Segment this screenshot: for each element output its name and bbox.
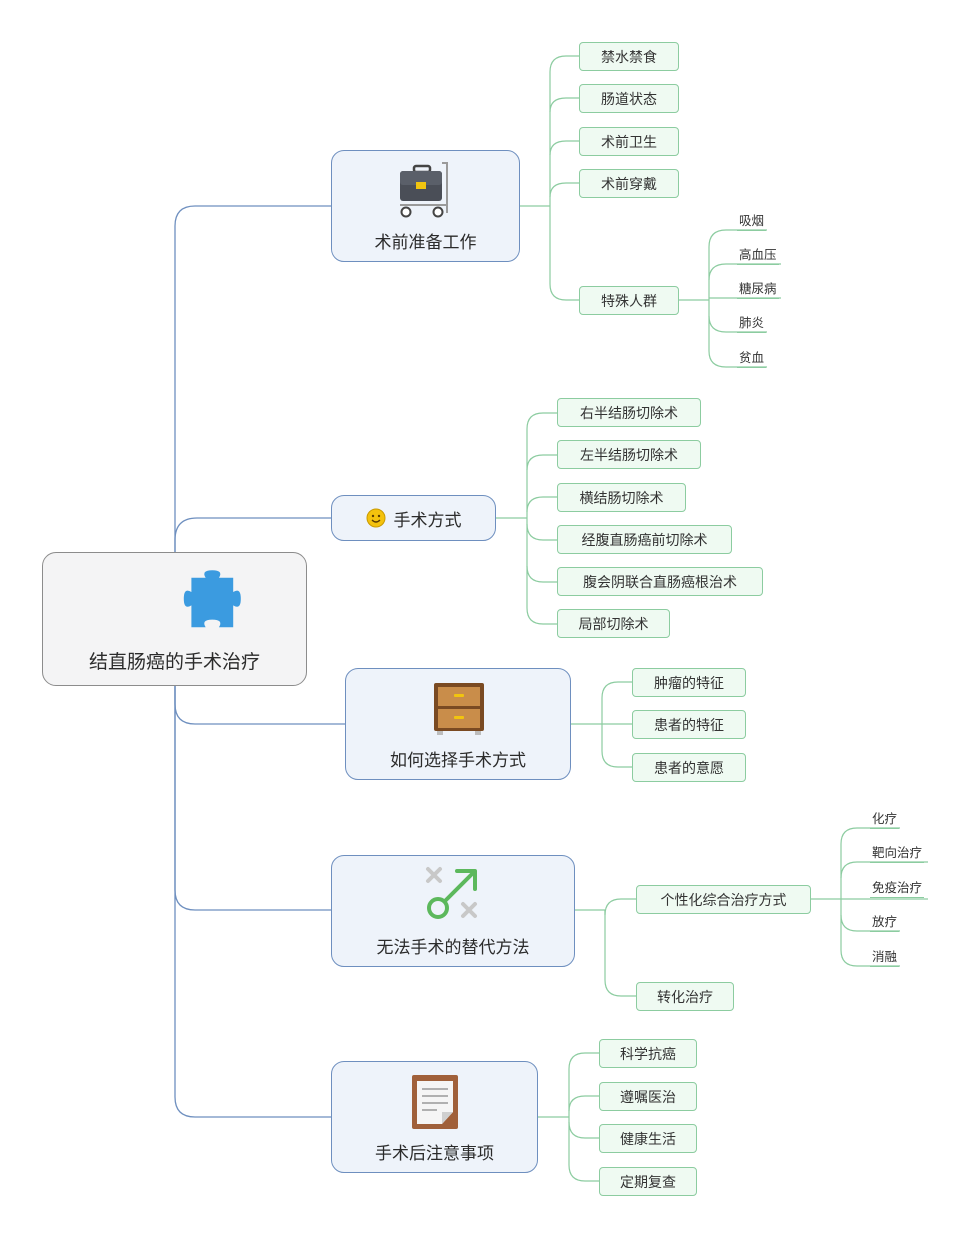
leaf-anterior-resection[interactable]: 经腹直肠癌前切除术: [557, 525, 732, 554]
leaf-special-groups[interactable]: 特殊人群: [579, 286, 679, 315]
briefcase-cart-icon: [400, 162, 448, 218]
sub-immunotherapy[interactable]: 免疫治疗: [870, 880, 925, 898]
root-branch-link-4: [174, 686, 331, 911]
leaf-preop-hygiene[interactable]: 术前卫生: [579, 127, 679, 156]
leaf-regular-checkup[interactable]: 定期复查: [599, 1167, 697, 1196]
root-branch-link-5: [174, 686, 331, 1118]
branch-title: 手术后注意事项: [375, 1144, 494, 1164]
branch-alternatives[interactable]: 无法手术的替代方法: [331, 855, 575, 967]
leaf-fasting[interactable]: 禁水禁食: [579, 42, 679, 71]
leaf-tumor-features[interactable]: 肿瘤的特征: [632, 668, 746, 697]
root-branch-link-3: [174, 686, 345, 725]
strategy-arrow-icon: [426, 867, 477, 919]
leaf-follow-advice[interactable]: 遵嘱医治: [599, 1082, 697, 1111]
branch-title: 手术方式: [393, 510, 462, 531]
leaf-left-hemicolectomy[interactable]: 左半结肠切除术: [557, 440, 701, 469]
leaf-scientific-anticancer[interactable]: 科学抗癌: [599, 1039, 697, 1068]
leaf-bowel-state[interactable]: 肠道状态: [579, 84, 679, 113]
root-title: 结直肠癌的手术治疗: [88, 651, 260, 673]
sub-pneumonia[interactable]: 肺炎: [737, 315, 767, 333]
leaf-local-excision[interactable]: 局部切除术: [557, 609, 670, 638]
sub-targeted-therapy[interactable]: 靶向治疗: [870, 845, 925, 863]
leaf-preop-clothing[interactable]: 术前穿戴: [579, 169, 679, 198]
leaf-patient-wishes[interactable]: 患者的意愿: [632, 753, 746, 782]
puzzle-icon: [183, 570, 241, 628]
leaf-healthy-living[interactable]: 健康生活: [599, 1124, 697, 1153]
clipboard-notes-icon: [412, 1075, 458, 1129]
root-topic[interactable]: 结直肠癌的手术治疗: [42, 552, 307, 686]
branch-surgery-types[interactable]: 手术方式: [331, 495, 496, 541]
branch-preop-prep[interactable]: 术前准备工作: [331, 150, 520, 262]
sub-anemia[interactable]: 贫血: [737, 350, 767, 368]
branch-title: 如何选择手术方式: [390, 751, 526, 771]
root-branch-link-1: [174, 205, 331, 552]
leaf-abdominoperineal-resection[interactable]: 腹会阴联合直肠癌根治术: [557, 567, 763, 596]
leaf-patient-features[interactable]: 患者的特征: [632, 710, 746, 739]
leaf-individualized-therapy[interactable]: 个性化综合治疗方式: [636, 885, 811, 914]
branch-title: 术前准备工作: [374, 233, 477, 253]
sub-ablation[interactable]: 消融: [870, 949, 900, 967]
sub-hypertension[interactable]: 高血压: [737, 247, 779, 265]
sub-chemotherapy[interactable]: 化疗: [870, 811, 900, 829]
root-branch-link-2: [174, 517, 331, 552]
branch-choose-method[interactable]: 如何选择手术方式: [345, 668, 571, 780]
drawer-cabinet-icon: [434, 683, 484, 735]
sub-diabetes[interactable]: 糖尿病: [737, 281, 779, 299]
branch-title: 无法手术的替代方法: [376, 938, 530, 958]
leaf-conversion-therapy[interactable]: 转化治疗: [636, 982, 734, 1011]
sub-radiotherapy[interactable]: 放疗: [870, 914, 900, 932]
leaf-right-hemicolectomy[interactable]: 右半结肠切除术: [557, 398, 701, 427]
smiley-icon: [366, 508, 385, 528]
sub-smoking[interactable]: 吸烟: [737, 213, 767, 231]
leaf-transverse-colectomy[interactable]: 横结肠切除术: [557, 483, 686, 512]
branch-postop-notes[interactable]: 手术后注意事项: [331, 1061, 538, 1173]
